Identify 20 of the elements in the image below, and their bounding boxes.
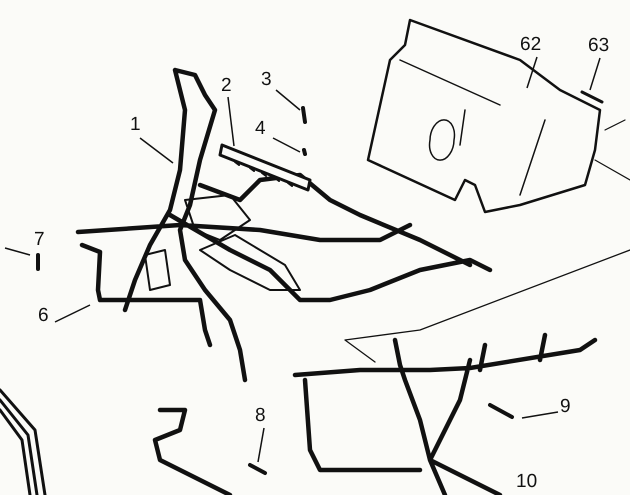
callout-number: 7 bbox=[34, 230, 45, 249]
callout-number: 4 bbox=[255, 119, 266, 138]
leader-line bbox=[140, 137, 174, 164]
leader-line bbox=[276, 89, 300, 111]
callout-number: 10 bbox=[516, 472, 538, 491]
leader-line bbox=[227, 96, 235, 146]
callout-number: 62 bbox=[520, 35, 542, 54]
callout-number: 6 bbox=[38, 306, 49, 325]
callout-number: 2 bbox=[221, 76, 232, 95]
callout-number: 1 bbox=[130, 115, 141, 134]
callout-number: 8 bbox=[255, 406, 266, 425]
leader-line bbox=[272, 137, 300, 153]
leader-line bbox=[4, 247, 30, 256]
leader-line bbox=[522, 411, 558, 419]
callout-number: 9 bbox=[560, 397, 571, 416]
leader-line bbox=[54, 304, 90, 323]
callout-number: 63 bbox=[588, 36, 610, 55]
leader-line bbox=[589, 58, 601, 90]
leader-line bbox=[257, 428, 265, 462]
callout-number: 3 bbox=[261, 70, 272, 89]
